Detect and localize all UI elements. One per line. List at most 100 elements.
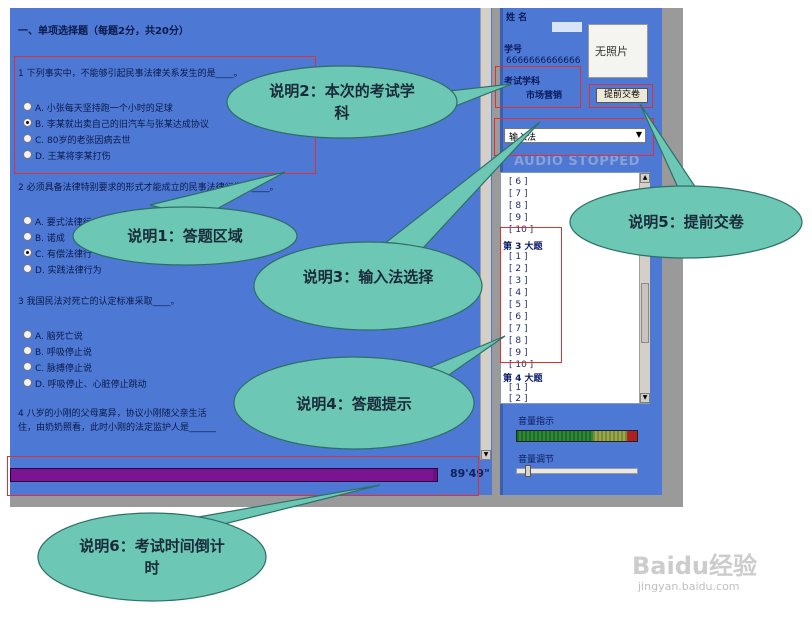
callout-3-bubble bbox=[253, 241, 483, 331]
section-title: 一、单项选择题（每题2分，共20分） bbox=[18, 26, 189, 37]
q1-option-a[interactable]: A. 小张每天坚持跑一个小时的足球 bbox=[35, 104, 173, 114]
submit-early-button[interactable]: 提前交卷 bbox=[596, 88, 648, 103]
volume-meter-yellow bbox=[593, 431, 627, 441]
chevron-down-icon[interactable]: ▼ bbox=[635, 130, 642, 139]
list-item[interactable]: [ 10 ] bbox=[509, 225, 534, 235]
q3-option-c[interactable]: C. 脉搏停止说 bbox=[35, 364, 93, 374]
timer-value: 89'49" bbox=[450, 467, 490, 480]
q1-option-d[interactable]: D. 王某将李某打伤 bbox=[35, 152, 111, 162]
subject-value: 市场营销 bbox=[526, 91, 563, 101]
q2-option-b[interactable]: B. 诺成 bbox=[35, 234, 65, 244]
volume-meter-green bbox=[517, 431, 593, 441]
name-redacted bbox=[552, 22, 582, 32]
callout-3-text: 说明3：输入法选择 bbox=[302, 268, 434, 286]
list-item[interactable]: [ 8 ] bbox=[509, 201, 528, 211]
q3-option-a[interactable]: A. 脑死亡说 bbox=[35, 332, 83, 342]
volume-slider[interactable] bbox=[516, 465, 638, 477]
callout-4-bubble bbox=[233, 356, 475, 450]
exam-sidebar: 姓 名 学号 6666666666666 无照片 考试学科 市场营销 提前交卷 … bbox=[500, 8, 662, 495]
timer-progress-fill bbox=[11, 469, 433, 481]
volume-indicator-label: 音量指示 bbox=[518, 417, 555, 427]
callout-5-text: 说明5：提前交卷 bbox=[628, 213, 744, 231]
list-item[interactable]: [ 1 ] bbox=[509, 252, 528, 262]
question-scrollbar[interactable]: ▼ bbox=[480, 8, 491, 460]
timer-progress-bar bbox=[10, 468, 438, 482]
answer-sheet-scrollbar[interactable]: ▲ ▼ bbox=[639, 173, 650, 403]
q1-option-a-radio[interactable] bbox=[23, 102, 32, 111]
audio-status: AUDIO STOPPED bbox=[514, 154, 640, 169]
scroll-down-arrow-icon[interactable]: ▼ bbox=[481, 450, 491, 460]
student-id-label: 学号 bbox=[504, 45, 523, 55]
list-item[interactable]: [ 9 ] bbox=[509, 213, 528, 223]
list-item[interactable]: [ 2 ] bbox=[509, 264, 528, 274]
q3-option-c-radio[interactable] bbox=[23, 362, 32, 371]
list-item[interactable]: [ 8 ] bbox=[509, 336, 528, 346]
volume-meter bbox=[516, 430, 638, 442]
q2-option-a-radio[interactable] bbox=[23, 216, 32, 225]
q3-option-b[interactable]: B. 呼吸停止说 bbox=[35, 348, 92, 358]
q3-option-d[interactable]: D. 呼吸停止、心脏停止跳动 bbox=[35, 380, 147, 390]
q1-option-c-radio[interactable] bbox=[23, 134, 32, 143]
callout-5-bubble bbox=[569, 185, 803, 259]
list-item[interactable]: [ 6 ] bbox=[509, 177, 528, 187]
subject-label: 考试学科 bbox=[504, 77, 541, 87]
callout-4-text: 说明4：答题提示 bbox=[296, 395, 412, 413]
list-item[interactable]: [ 3 ] bbox=[509, 276, 528, 286]
input-method-highlight bbox=[494, 118, 654, 156]
q1-option-b[interactable]: B. 李某就出卖自己的旧汽车与张某达成协议 bbox=[35, 120, 209, 130]
q1-option-c[interactable]: C. 80岁的老张因病去世 bbox=[35, 136, 131, 146]
question-4-stem-line2: 住，由奶奶照看，此时小刚的法定监护人是______ bbox=[18, 423, 217, 433]
list-item[interactable]: [ 1 ] bbox=[509, 383, 528, 393]
q2-option-a[interactable]: A. 要式法律行 bbox=[35, 218, 92, 228]
list-item[interactable]: [ 5 ] bbox=[509, 300, 528, 310]
question-2-stem: 2 必须具备法律特别要求的形式才能成立的民事法律行为是____。 bbox=[18, 183, 279, 193]
callout-5-pointer bbox=[639, 103, 702, 195]
q3-option-a-radio[interactable] bbox=[23, 330, 32, 339]
list-item[interactable]: [ 4 ] bbox=[509, 288, 528, 298]
question-1-stem: 1 下列事实中，不能够引起民事法律关系发生的是____。 bbox=[18, 69, 243, 79]
list-item[interactable]: [ 7 ] bbox=[509, 189, 528, 199]
q2-option-c[interactable]: C. 有偿法律行 bbox=[35, 250, 93, 260]
baidu-watermark: Baidu经验 jingyan.baidu.com bbox=[632, 546, 782, 600]
q1-option-b-radio[interactable] bbox=[23, 118, 32, 127]
photo-placeholder: 无照片 bbox=[595, 45, 628, 58]
section-3-title: 第 3 大题 bbox=[503, 242, 543, 252]
submit-highlight bbox=[589, 84, 653, 108]
q2-option-d[interactable]: D. 实践法律行为 bbox=[35, 266, 102, 276]
scroll-down-arrow-icon[interactable]: ▼ bbox=[640, 393, 650, 403]
volume-meter-red bbox=[627, 431, 637, 441]
q1-option-d-radio[interactable] bbox=[23, 150, 32, 159]
callout-2-text: 说明2：本次的考试学科 bbox=[269, 82, 415, 122]
q2-option-c-radio[interactable] bbox=[23, 248, 32, 257]
name-label: 姓 名 bbox=[506, 13, 528, 23]
scroll-up-arrow-icon[interactable]: ▲ bbox=[640, 173, 650, 183]
q3-option-d-radio[interactable] bbox=[23, 378, 32, 387]
watermark-url: jingyan.baidu.com bbox=[638, 580, 740, 593]
question-3-stem: 3 我国民法对死亡的认定标准采取____。 bbox=[18, 297, 180, 307]
answer-hint-highlight bbox=[500, 227, 562, 363]
section-4-title: 第 4 大题 bbox=[503, 374, 543, 384]
q2-option-d-radio[interactable] bbox=[23, 264, 32, 273]
callout-3-pointer bbox=[368, 121, 541, 263]
scrollbar-thumb[interactable] bbox=[641, 283, 649, 343]
timer-highlight bbox=[7, 456, 479, 496]
callout-1-text: 说明1：答题区域 bbox=[127, 227, 243, 245]
question-4-stem: 4 八岁的小刚的父母离异，协议小刚随父亲生活 bbox=[18, 409, 207, 419]
callout-6-text: 说明6：考试时间倒计时 bbox=[79, 537, 225, 577]
list-item[interactable]: [ 2 ] bbox=[509, 394, 528, 404]
callout-1-bubble bbox=[72, 206, 298, 266]
photo-box: 无照片 bbox=[588, 24, 648, 78]
q2-option-b-radio[interactable] bbox=[23, 232, 32, 241]
q3-option-b-radio[interactable] bbox=[23, 346, 32, 355]
list-item[interactable]: [ 7 ] bbox=[509, 324, 528, 334]
student-id: 6666666666666 bbox=[506, 56, 581, 66]
callout-6-bubble bbox=[37, 512, 267, 602]
volume-adjust-label: 音量调节 bbox=[518, 455, 555, 465]
list-item[interactable]: [ 9 ] bbox=[509, 348, 528, 358]
list-item[interactable]: [ 10 ] bbox=[509, 360, 534, 370]
list-item[interactable]: [ 6 ] bbox=[509, 312, 528, 322]
watermark-brand: Baidu经验 bbox=[632, 552, 757, 580]
callout-2-bubble bbox=[226, 65, 458, 139]
volume-slider-thumb[interactable] bbox=[525, 465, 531, 477]
